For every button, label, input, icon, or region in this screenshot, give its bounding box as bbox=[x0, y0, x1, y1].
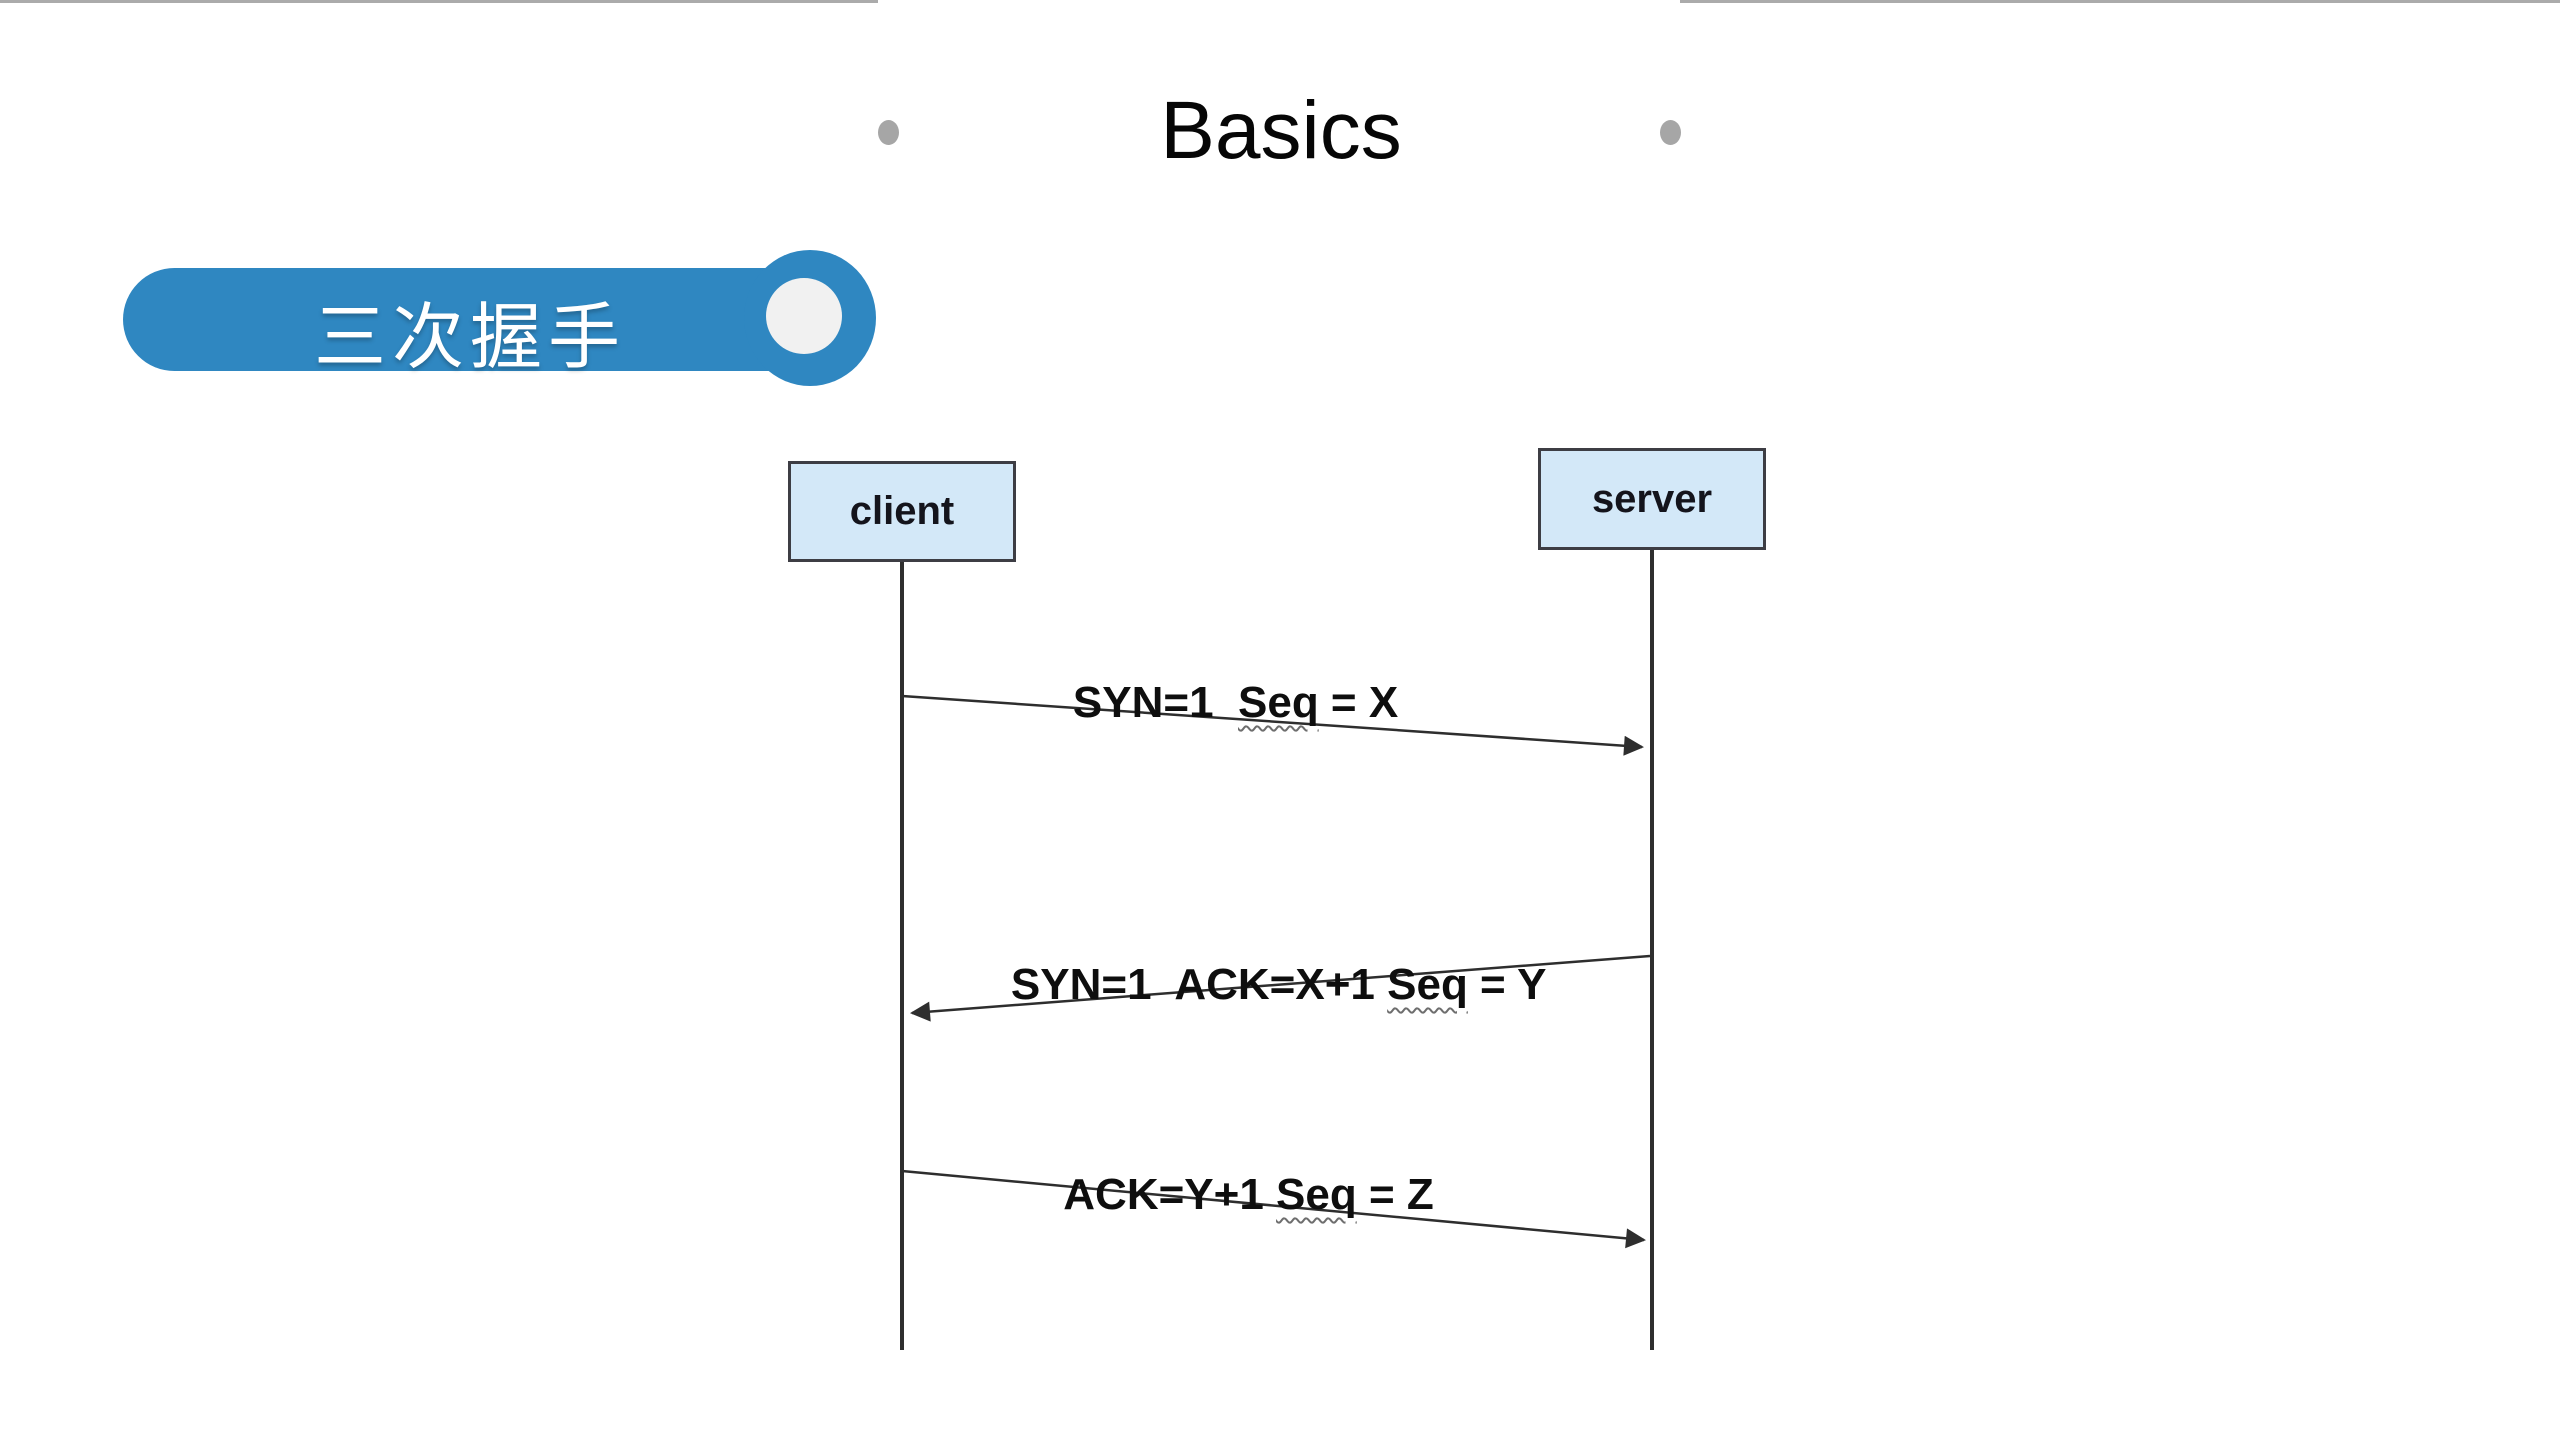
message-arrow-synack bbox=[910, 954, 1651, 1022]
message-arrow-ack bbox=[901, 1169, 1646, 1249]
section-badge-label: 三次握手 bbox=[313, 298, 626, 378]
divider-line-left bbox=[0, 0, 878, 3]
message-text: = Y bbox=[1467, 960, 1547, 1009]
message-text: SYN=1 ACK=X+1 bbox=[1010, 960, 1388, 1009]
badge-circle-inner-icon bbox=[766, 278, 842, 354]
message-label-synack: SYN=1 ACK=X+1 Seq = Y bbox=[962, 910, 1547, 1060]
divider-line-right bbox=[1680, 0, 2560, 3]
actor-box-server: server bbox=[1538, 448, 1766, 550]
actor-label-client: client bbox=[849, 489, 955, 533]
actor-box-client: client bbox=[788, 461, 1016, 562]
message-text-underlined: Seq bbox=[1238, 678, 1319, 727]
section-badge-pill bbox=[123, 268, 823, 371]
message-arrow-syn bbox=[901, 694, 1644, 756]
message-text-underlined: Seq bbox=[1276, 1170, 1357, 1219]
message-text: SYN=1 bbox=[1072, 678, 1238, 727]
message-label-syn: SYN=1 Seq = X bbox=[1024, 628, 1398, 778]
divider-dot-right-icon bbox=[1660, 120, 1681, 145]
actor-label-server: server bbox=[1591, 476, 1713, 521]
page-title: Basics bbox=[1160, 85, 1402, 176]
message-text: ACK=Y+1 bbox=[1063, 1170, 1277, 1219]
message-text-underlined: Seq bbox=[1387, 960, 1468, 1009]
message-text: = Z bbox=[1356, 1170, 1434, 1219]
divider-dot-left-icon bbox=[878, 120, 899, 145]
message-text: = X bbox=[1318, 678, 1399, 727]
message-label-ack: ACK=Y+1 Seq = Z bbox=[1016, 1120, 1434, 1270]
